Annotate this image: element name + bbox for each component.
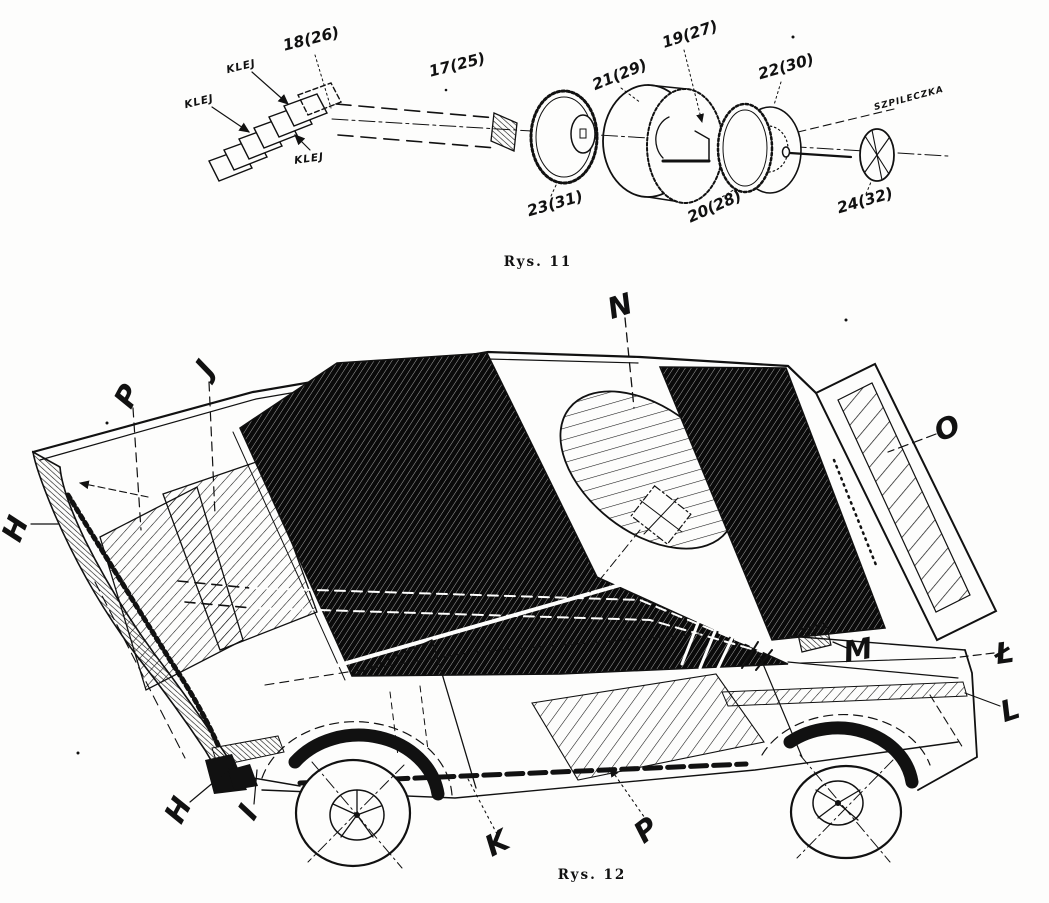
- knurled-disc-23: [529, 89, 599, 185]
- cowl-edge-line: [232, 431, 346, 681]
- leader-22: [773, 81, 782, 106]
- leader-stack: [314, 54, 332, 109]
- pin-szpileczka: [781, 108, 895, 159]
- beltline-dashes: [177, 580, 781, 659]
- label-glue-3: KLEJ: [293, 151, 324, 167]
- label-disc-22: 22(30): [756, 50, 816, 83]
- front-bumper-lamp: [205, 735, 285, 794]
- rear-hatch-panel: [814, 362, 998, 642]
- label-pin: SZPILECZKA: [873, 85, 945, 113]
- label-laminated-stack: 18(26): [281, 23, 341, 54]
- leader-21: [620, 87, 642, 104]
- label-tire-cylinder: 21(29): [590, 56, 650, 94]
- label-side-trim-upper: Ł: [991, 635, 1016, 671]
- front-wheel: [261, 721, 453, 869]
- windshield-glass: [239, 352, 789, 677]
- label-fuel-filler: M: [841, 631, 875, 670]
- figure-12-caption: Rys. 12: [558, 867, 627, 883]
- label-side-trim-lower: L: [996, 691, 1024, 729]
- knurled-disc-20: [716, 102, 774, 194]
- laminated-plate-stack: [208, 82, 342, 182]
- hub-cap-24: [859, 128, 895, 182]
- label-disc-23: 23(31): [525, 187, 585, 220]
- hood-construction-line: [94, 581, 186, 759]
- label-inner-bracket: 19(27): [660, 17, 720, 52]
- label-glue-2: KLEJ: [183, 92, 215, 111]
- label-hood-intake-right: J: [185, 354, 222, 387]
- label-sill: K: [479, 822, 517, 864]
- leader-19: [683, 49, 704, 123]
- axle-shaft: [335, 88, 518, 152]
- label-spare-wheel-cover: N: [603, 286, 637, 326]
- glue-arrow-3: [294, 134, 311, 151]
- label-front-bumper: H: [157, 791, 198, 828]
- figure-11-exploded-axle: 18(26) KLEJ KLEJ KLEJ 17(25) 21(29) 19(2…: [183, 17, 949, 270]
- label-glue-1: KLEJ: [225, 57, 257, 76]
- label-front-lamp: I: [231, 798, 266, 825]
- glue-arrow-1: [251, 71, 289, 105]
- axle-centerline: [331, 118, 949, 157]
- callout-leaders: [30, 317, 1001, 835]
- leader-23: [550, 182, 558, 197]
- label-door-panel: P: [627, 810, 665, 850]
- figure-11-caption: Rys. 11: [504, 254, 573, 270]
- rear-wheel: [761, 713, 931, 863]
- label-hub-cap: 24(32): [835, 184, 895, 217]
- a-pillar-highlight: [313, 583, 622, 674]
- b-pillar-louvres: [680, 616, 773, 671]
- label-axle-shaft: 17(25): [427, 49, 487, 80]
- tire-cylinder: [602, 84, 724, 204]
- leader-24: [865, 181, 872, 195]
- label-hood-intake-left: P: [107, 379, 147, 414]
- scan-artifacts: [76, 35, 848, 755]
- hinge-dots: [832, 458, 878, 567]
- label-front-edge-top: H: [0, 511, 35, 546]
- leader-20: [713, 188, 736, 203]
- rear-window-glass: [658, 366, 887, 641]
- label-rear-hatch: O: [929, 408, 965, 449]
- glue-arrow-2: [211, 106, 250, 133]
